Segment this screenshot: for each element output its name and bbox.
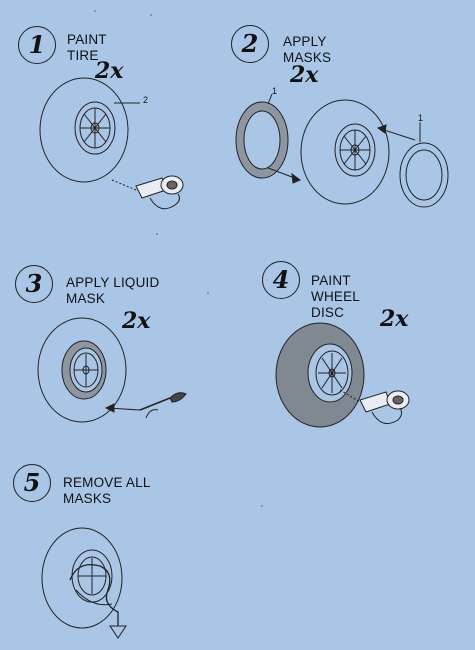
brush-icon	[139, 392, 187, 419]
step-1-callout-label: 2	[143, 95, 149, 105]
step-2-number: 2	[231, 25, 269, 63]
mask-ring-right	[399, 142, 449, 208]
step-4-quantity: 2x	[380, 306, 409, 332]
wheel-rim	[74, 101, 116, 155]
step-1-title: PAINT TIRE	[67, 32, 107, 63]
step-3-quantity: 2x	[122, 308, 151, 334]
step-4-number: 4	[262, 261, 300, 299]
step-2-quantity: 2x	[290, 62, 319, 88]
scan-speck	[261, 505, 263, 507]
scan-speck	[156, 233, 158, 235]
scan-speck	[94, 10, 96, 12]
step-5-number: 5	[13, 464, 51, 502]
tire-outline-5	[41, 527, 123, 629]
step-4-title: PAINT WHEEL DISC	[311, 273, 360, 320]
tire-outline-3	[37, 317, 127, 423]
step-3-number: 3	[15, 265, 53, 303]
step-2-title: APPLY MASKS	[283, 34, 332, 65]
step-3-title: APPLY LIQUID MASK	[66, 275, 160, 306]
step-2-callout-left: 1	[272, 86, 278, 96]
scan-speck	[150, 14, 152, 16]
tire-outline-2	[300, 99, 390, 205]
step-1-quantity: 2x	[95, 58, 124, 84]
step-5-title: REMOVE ALL MASKS	[63, 475, 151, 506]
tire-outline	[39, 77, 129, 183]
down-arrow-icon	[109, 625, 127, 639]
airbrush-icon-4	[339, 389, 410, 425]
airbrush-icon	[111, 175, 184, 210]
step-2-callout-right: 1	[418, 113, 424, 123]
scan-speck	[207, 292, 209, 294]
step-1-number: 1	[18, 26, 56, 64]
